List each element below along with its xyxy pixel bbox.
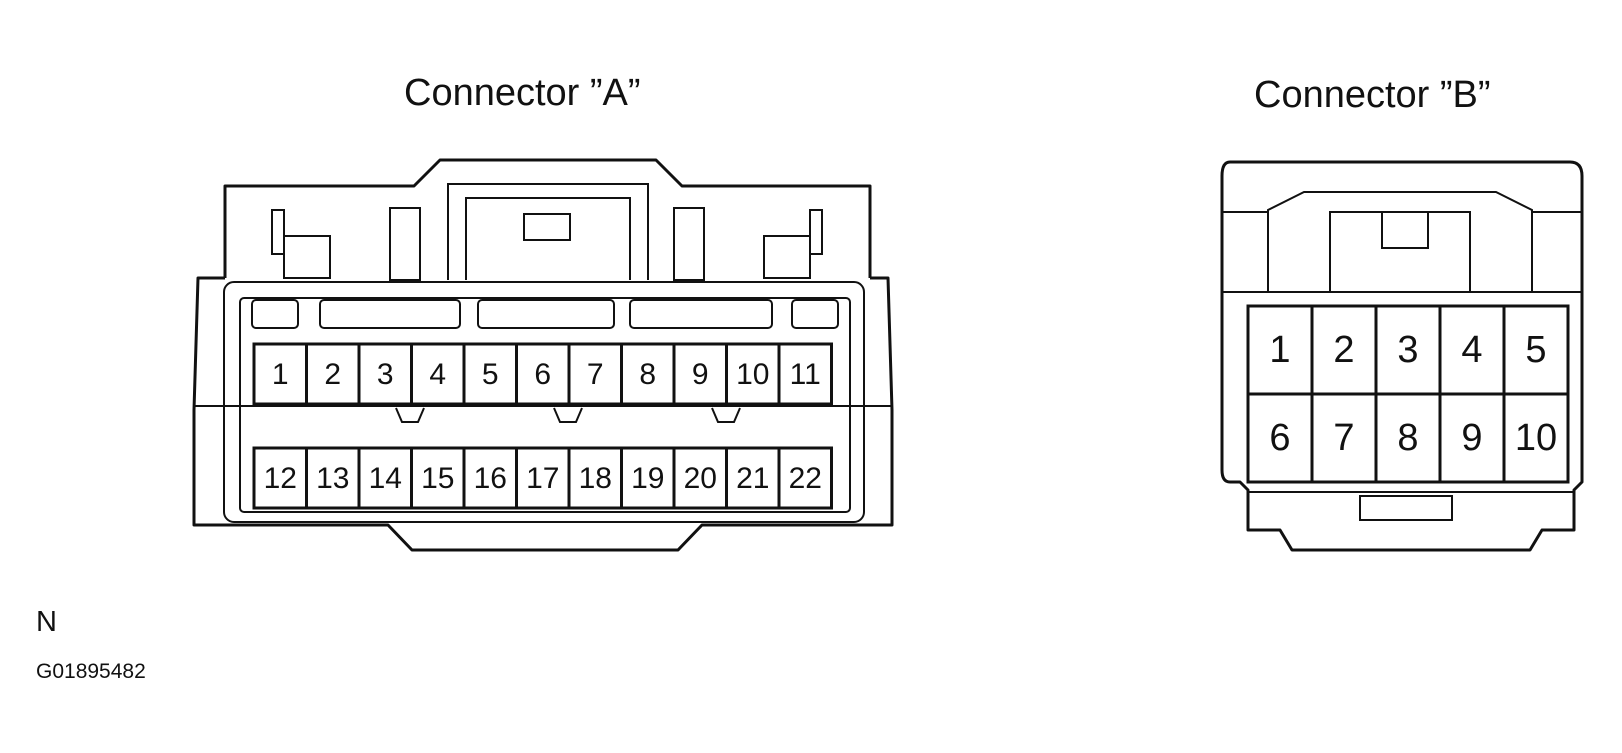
connector-b-pin-cell <box>1374 392 1442 484</box>
connector-a-pin-cell <box>725 446 781 510</box>
connector-a-pin-label: 4 <box>429 358 446 391</box>
connector-a-title: Connector ”A” <box>404 72 641 114</box>
connector-a-pin-cell <box>567 446 623 510</box>
connector-b-pin-label: 9 <box>1461 417 1482 459</box>
connector-a-pin-label: 8 <box>639 358 656 391</box>
connector-b-housing <box>1220 160 1584 552</box>
connector-a-pin-label: 9 <box>692 358 709 391</box>
connector-b-pin-cell <box>1502 304 1570 396</box>
connector-b-pin-cell <box>1438 304 1506 396</box>
connector-a-pin-cell <box>410 446 466 510</box>
connector-a-pin-cell <box>567 342 623 406</box>
connector-a-pin-cell <box>620 446 676 510</box>
connector-a-pin-label: 20 <box>684 462 717 495</box>
connector-a-pin-cell <box>725 342 781 406</box>
connector-b-pin-label: 8 <box>1397 417 1418 459</box>
connector-a-pin-cell <box>777 342 833 406</box>
connector-a-pin-label: 6 <box>534 358 551 391</box>
connector-a-pin-cell <box>252 446 308 510</box>
connector-b-pin-label: 7 <box>1333 417 1354 459</box>
connector-a-pin-label: 17 <box>526 462 559 495</box>
connector-b-pin-label: 2 <box>1333 329 1354 371</box>
connector-b-pin-cell <box>1246 392 1314 484</box>
connector-a-pin-cell <box>410 342 466 406</box>
connector-a-pin-cell <box>515 446 571 510</box>
connector-a-pin-cell <box>777 446 833 510</box>
connector-b-pin-cell <box>1310 392 1378 484</box>
connector-a-pin-label: 13 <box>316 462 349 495</box>
connector-a-pin-cell <box>515 342 571 406</box>
connector-a-housing <box>192 158 894 552</box>
connector-b-pin-label: 6 <box>1269 417 1290 459</box>
connector-a-pin-label: 18 <box>579 462 612 495</box>
connector-a-pin-label: 19 <box>631 462 664 495</box>
corner-letter: N <box>36 606 57 638</box>
connector-b-pins: 1 2 3 4 5 6 7 8 9 10 <box>1246 304 1570 484</box>
connector-a-pin-label: 21 <box>736 462 769 495</box>
connector-b-pin-cell <box>1438 392 1506 484</box>
connector-a-pin-label: 3 <box>377 358 394 391</box>
figure-code: G01895482 <box>36 660 146 683</box>
connector-b-title: Connector ”B” <box>1254 74 1491 116</box>
connector-a-pin-cell <box>672 342 728 406</box>
connector-a-pin-cell <box>252 342 308 406</box>
connector-a-pin-cell <box>305 342 361 406</box>
connector-a-pin-label: 14 <box>369 462 402 495</box>
connector-a-pin-label: 16 <box>474 462 507 495</box>
connector-a-pin-label: 15 <box>421 462 454 495</box>
connector-a-pin-label: 7 <box>587 358 604 391</box>
connector-a-pin-cell <box>357 446 413 510</box>
connector-a-pin-cell <box>620 342 676 406</box>
connector-b-pin-label: 5 <box>1525 329 1546 371</box>
connector-a-pin-label: 11 <box>790 358 821 391</box>
connector-b-pin-cell <box>1502 392 1570 484</box>
connector-a-pin-label: 5 <box>482 358 499 391</box>
connector-a-pin-label: 22 <box>789 462 822 495</box>
connector-b-pin-label: 1 <box>1269 329 1290 371</box>
connector-a-pin-label: 10 <box>736 358 769 391</box>
connector-a-pin-label: 2 <box>324 358 341 391</box>
connector-b-pin-label: 3 <box>1397 329 1418 371</box>
connector-a-pin-cell <box>462 446 518 510</box>
connector-a-pin-label: 12 <box>264 462 297 495</box>
connector-b-pin-label: 4 <box>1461 329 1482 371</box>
connector-a-pin-label: 1 <box>272 358 289 391</box>
connector-b-pin-cell <box>1374 304 1442 396</box>
connector-b-pin-label: 10 <box>1515 417 1557 459</box>
